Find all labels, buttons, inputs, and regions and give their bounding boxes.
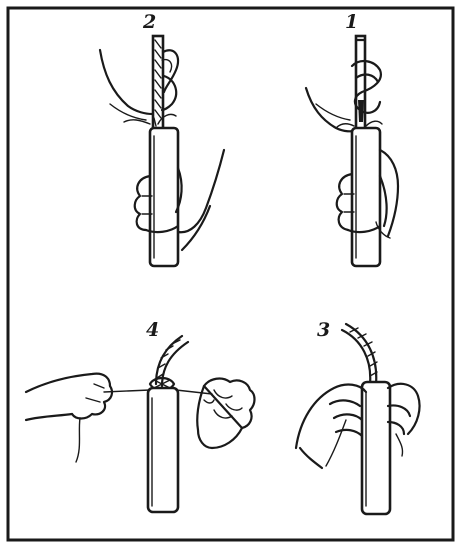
rod	[153, 36, 163, 130]
panel-number-1: 1	[345, 11, 358, 33]
cord-tail	[76, 418, 80, 462]
left-hand	[296, 385, 366, 468]
left-hand	[26, 374, 112, 462]
upper-hand	[100, 50, 178, 120]
panel-number-4: 4	[146, 319, 159, 341]
lower-hand	[135, 150, 224, 250]
twisted-fuse	[342, 324, 377, 384]
panel-3: 3	[296, 319, 420, 514]
panel-2: 2	[100, 11, 224, 266]
panel-number-3: 3	[317, 319, 330, 341]
right-fist	[197, 379, 254, 448]
panel-1: 1	[306, 11, 398, 266]
panel-4: 4	[26, 319, 255, 512]
upper-hand	[306, 88, 356, 131]
panel-number-2: 2	[142, 11, 156, 33]
right-hand	[388, 384, 420, 456]
